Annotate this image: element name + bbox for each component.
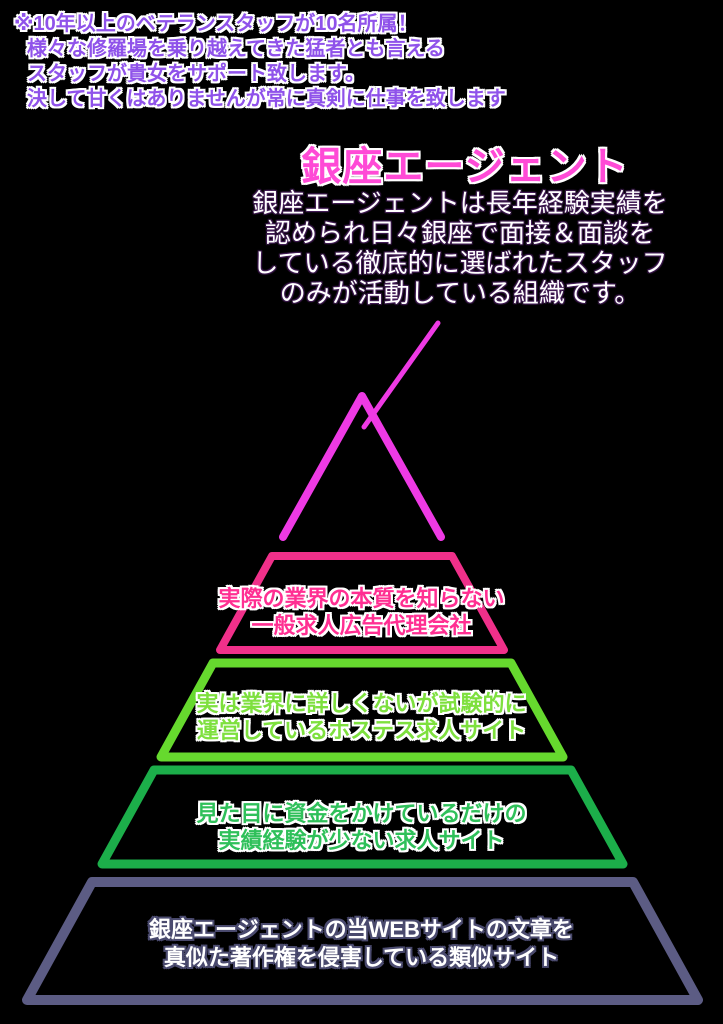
level-3-line: 運営しているホステス求人サイト	[196, 718, 527, 743]
note-line: 様々な修羅場を乗り越えてきた猛者とも言える	[27, 38, 445, 60]
pyramid-level-3-label: 実は業界に詳しくないが試験的に 運営しているホステス求人サイト	[0, 690, 723, 744]
pyramid-level-4-label: 見た目に資金をかけているだけの 実績経験が少ない求人サイト	[0, 800, 723, 854]
pyramid-level-5-label: 銀座エージェントの当WEBサイトの文章を 真似た著作権を侵害している類似サイト	[0, 916, 723, 972]
note-line: 決して甘くはありませんが常に真剣に仕事を致します	[27, 88, 506, 110]
note-line: ※10年以上のベテランスタッフが10名所属！	[14, 13, 418, 35]
description-line: 認められ日々銀座で面接＆面談を	[264, 218, 655, 248]
level-3-line: 実は業界に詳しくないが試験的に	[196, 691, 527, 716]
description-line: 銀座エージェントは長年経験実績を	[252, 188, 668, 218]
level-2-line: 一般求人広告代理会社	[251, 613, 472, 638]
page-title: 銀座エージェント	[301, 145, 629, 189]
pyramid-level-5-shape	[22, 877, 703, 1005]
description-line: している徹底的に選ばれたスタッフ	[252, 248, 668, 278]
pointer-line	[361, 320, 441, 430]
pyramid-peak-shape	[279, 392, 445, 541]
pyramid-level-2-shape	[216, 552, 508, 654]
pyramid-level-4-shape	[97, 765, 628, 869]
note-line: スタッフが貴女をサポート致します。	[27, 63, 365, 85]
level-5-line: 真似た著作権を侵害している類似サイト	[163, 945, 560, 970]
level-5-line: 銀座エージェントの当WEBサイトの文章を	[149, 917, 574, 942]
header-note: ※10年以上のベテランスタッフが10名所属！ 様々な修羅場を乗り越えてきた猛者と…	[14, 12, 574, 112]
pyramid-level-3-shape	[156, 658, 568, 762]
level-4-line: 見た目に資金をかけているだけの	[196, 801, 527, 826]
pyramid-level-2-label: 実際の業界の本質を知らない 一般求人広告代理会社	[0, 585, 723, 639]
level-4-line: 実績経験が少ない求人サイト	[218, 828, 505, 853]
description: 銀座エージェントは長年経験実績を 認められ日々銀座で面接＆面談を している徹底的…	[225, 188, 695, 308]
description-line: のみが活動している組織です。	[279, 278, 641, 308]
level-2-line: 実際の業界の本質を知らない	[218, 586, 505, 611]
